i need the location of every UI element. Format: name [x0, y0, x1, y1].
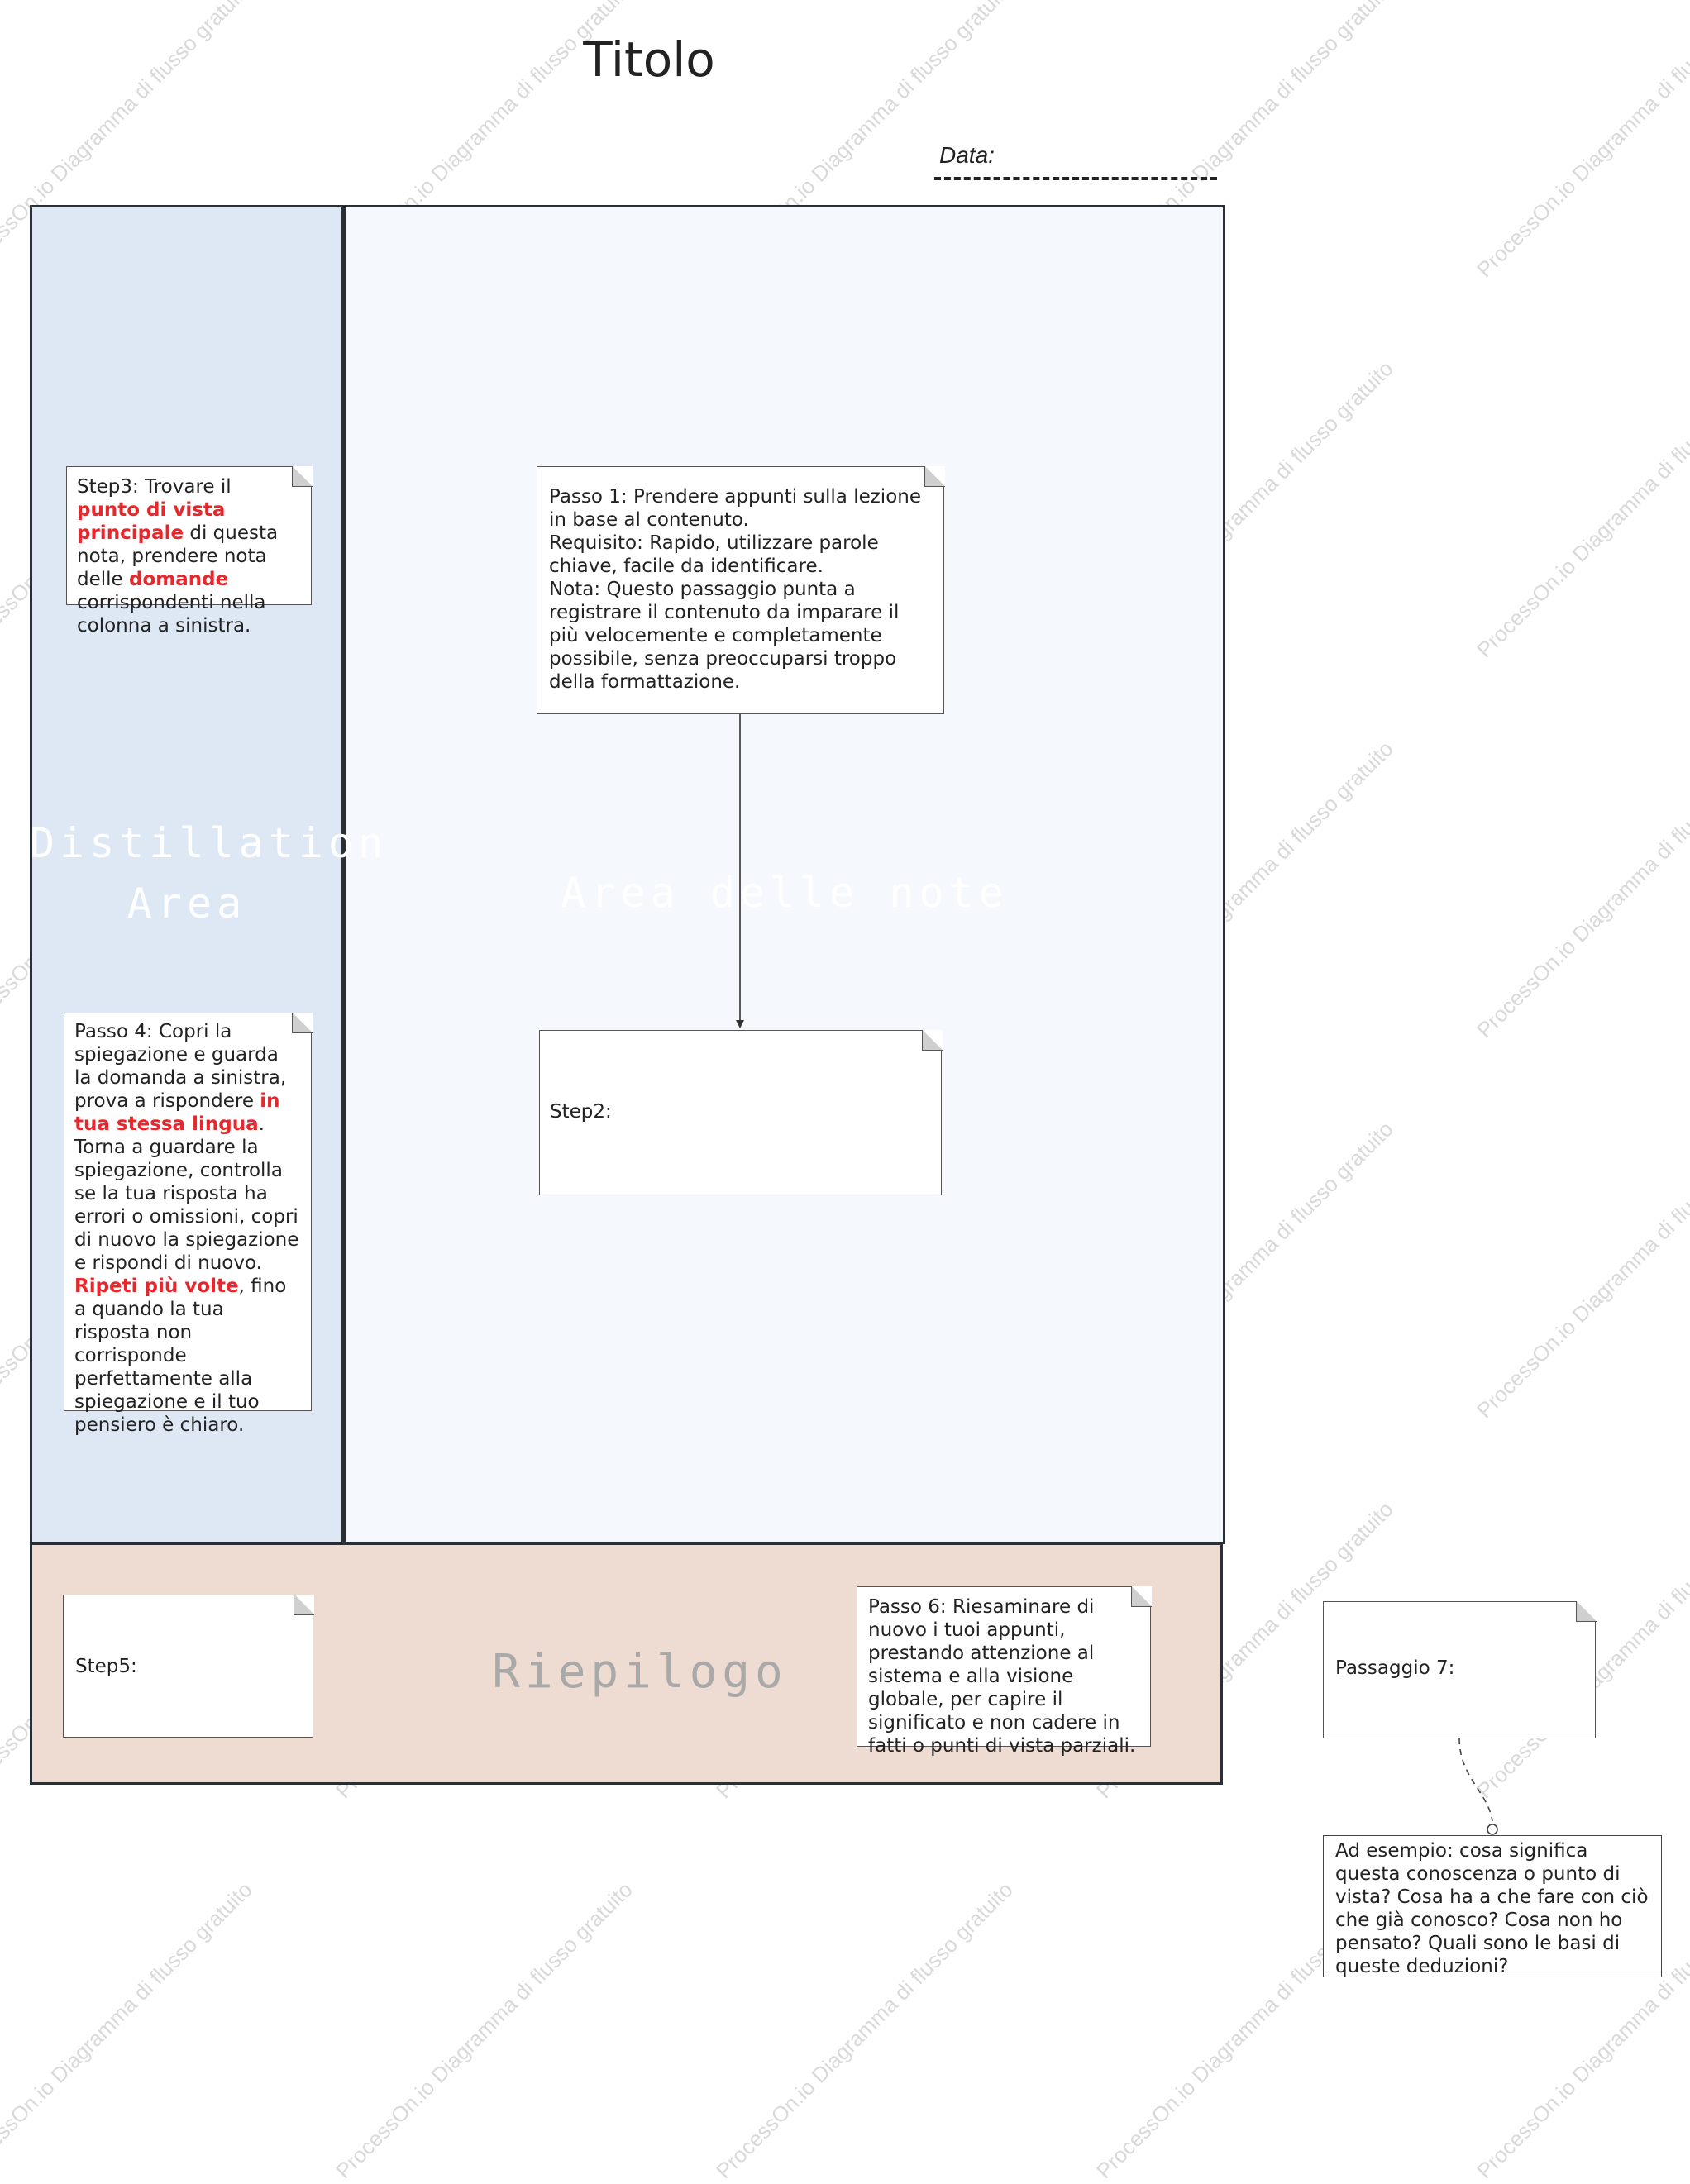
connector-step7-to-example[interactable]: [1458, 1738, 1493, 1822]
step1-note[interactable]: Passo 1: Prendere appunti sulla lezione …: [537, 465, 945, 714]
step2-note-text: Step2:: [550, 1101, 612, 1123]
notes-area-panel[interactable]: [344, 205, 1225, 1544]
note-text-run: Passo 4: Copri la spiegazione e guarda l…: [74, 1021, 287, 1112]
step7-note-text: Passaggio 7:: [1335, 1657, 1455, 1679]
step3-note[interactable]: Step3: Trovare il punto di vista princip…: [66, 465, 313, 637]
example-note-text: Ad esempio: cosa significa questa conosc…: [1335, 1839, 1649, 1978]
distillation-area-label: Distillation Area: [30, 819, 389, 927]
example-note[interactable]: Ad esempio: cosa significa questa conosc…: [1323, 1835, 1662, 1977]
step1-note-text: Passo 1: Prendere appunti sulla lezione …: [549, 485, 932, 694]
note-text-run: Passo 6: Riesaminare di nuovo i tuoi app…: [868, 1596, 1136, 1757]
step4-note[interactable]: Passo 4: Copri la spiegazione e guarda l…: [64, 1012, 313, 1436]
summary-area-label: Riepilogo: [492, 1645, 788, 1699]
note-fold-corner: [1130, 1586, 1152, 1607]
connector-layer: [736, 713, 1498, 1835]
step6-note[interactable]: Passo 6: Riesaminare di nuovo i tuoi app…: [857, 1586, 1152, 1757]
connector-end-circle: [1487, 1824, 1498, 1835]
note-text-run: di questa nota, prendere nota delle: [77, 522, 279, 590]
step5-note-text: Step5:: [75, 1656, 137, 1677]
date-underline: [934, 177, 1217, 180]
step2-note[interactable]: Step2:: [539, 1029, 943, 1195]
highlighted-text: domande: [129, 569, 229, 590]
step6-note-text: Passo 6: Riesaminare di nuovo i tuoi app…: [868, 1595, 1139, 1757]
note-text-run: Step3: Trovare il: [77, 476, 232, 498]
highlighted-text: punto di vista principale: [77, 499, 226, 544]
step4-note-text: Passo 4: Copri la spiegazione e guarda l…: [74, 1020, 299, 1437]
note-text-run: corrispondenti nella colonna a sinistra.: [77, 592, 266, 637]
note-fold-corner: [291, 1012, 313, 1033]
highlighted-text: Ripeti più volte: [74, 1276, 239, 1297]
date-label: Data:: [939, 142, 995, 168]
notes-area-label: Area delle note: [561, 869, 1009, 917]
note-fold-corner: [921, 1029, 943, 1051]
note-fold-corner: [293, 1594, 314, 1615]
step7-note[interactable]: Passaggio 7:: [1323, 1600, 1597, 1738]
note-fold-corner: [1575, 1600, 1597, 1622]
step5-note[interactable]: Step5:: [63, 1594, 314, 1738]
page-title: Titolo: [583, 31, 715, 88]
highlighted-text: in tua stessa lingua: [74, 1090, 280, 1135]
step3-note-text: Step3: Trovare il punto di vista princip…: [77, 475, 299, 637]
note-text-run: Passo 1: Prendere appunti sulla lezione …: [549, 486, 921, 693]
note-fold-corner: [924, 465, 945, 487]
note-fold-corner: [291, 465, 313, 487]
note-text-run: , fino a quando la tua risposta non corr…: [74, 1276, 287, 1436]
note-text-run: . Torna a guardare la spiegazione, contr…: [74, 1113, 299, 1274]
note-text-run: Ad esempio: cosa significa questa conosc…: [1335, 1840, 1649, 1977]
